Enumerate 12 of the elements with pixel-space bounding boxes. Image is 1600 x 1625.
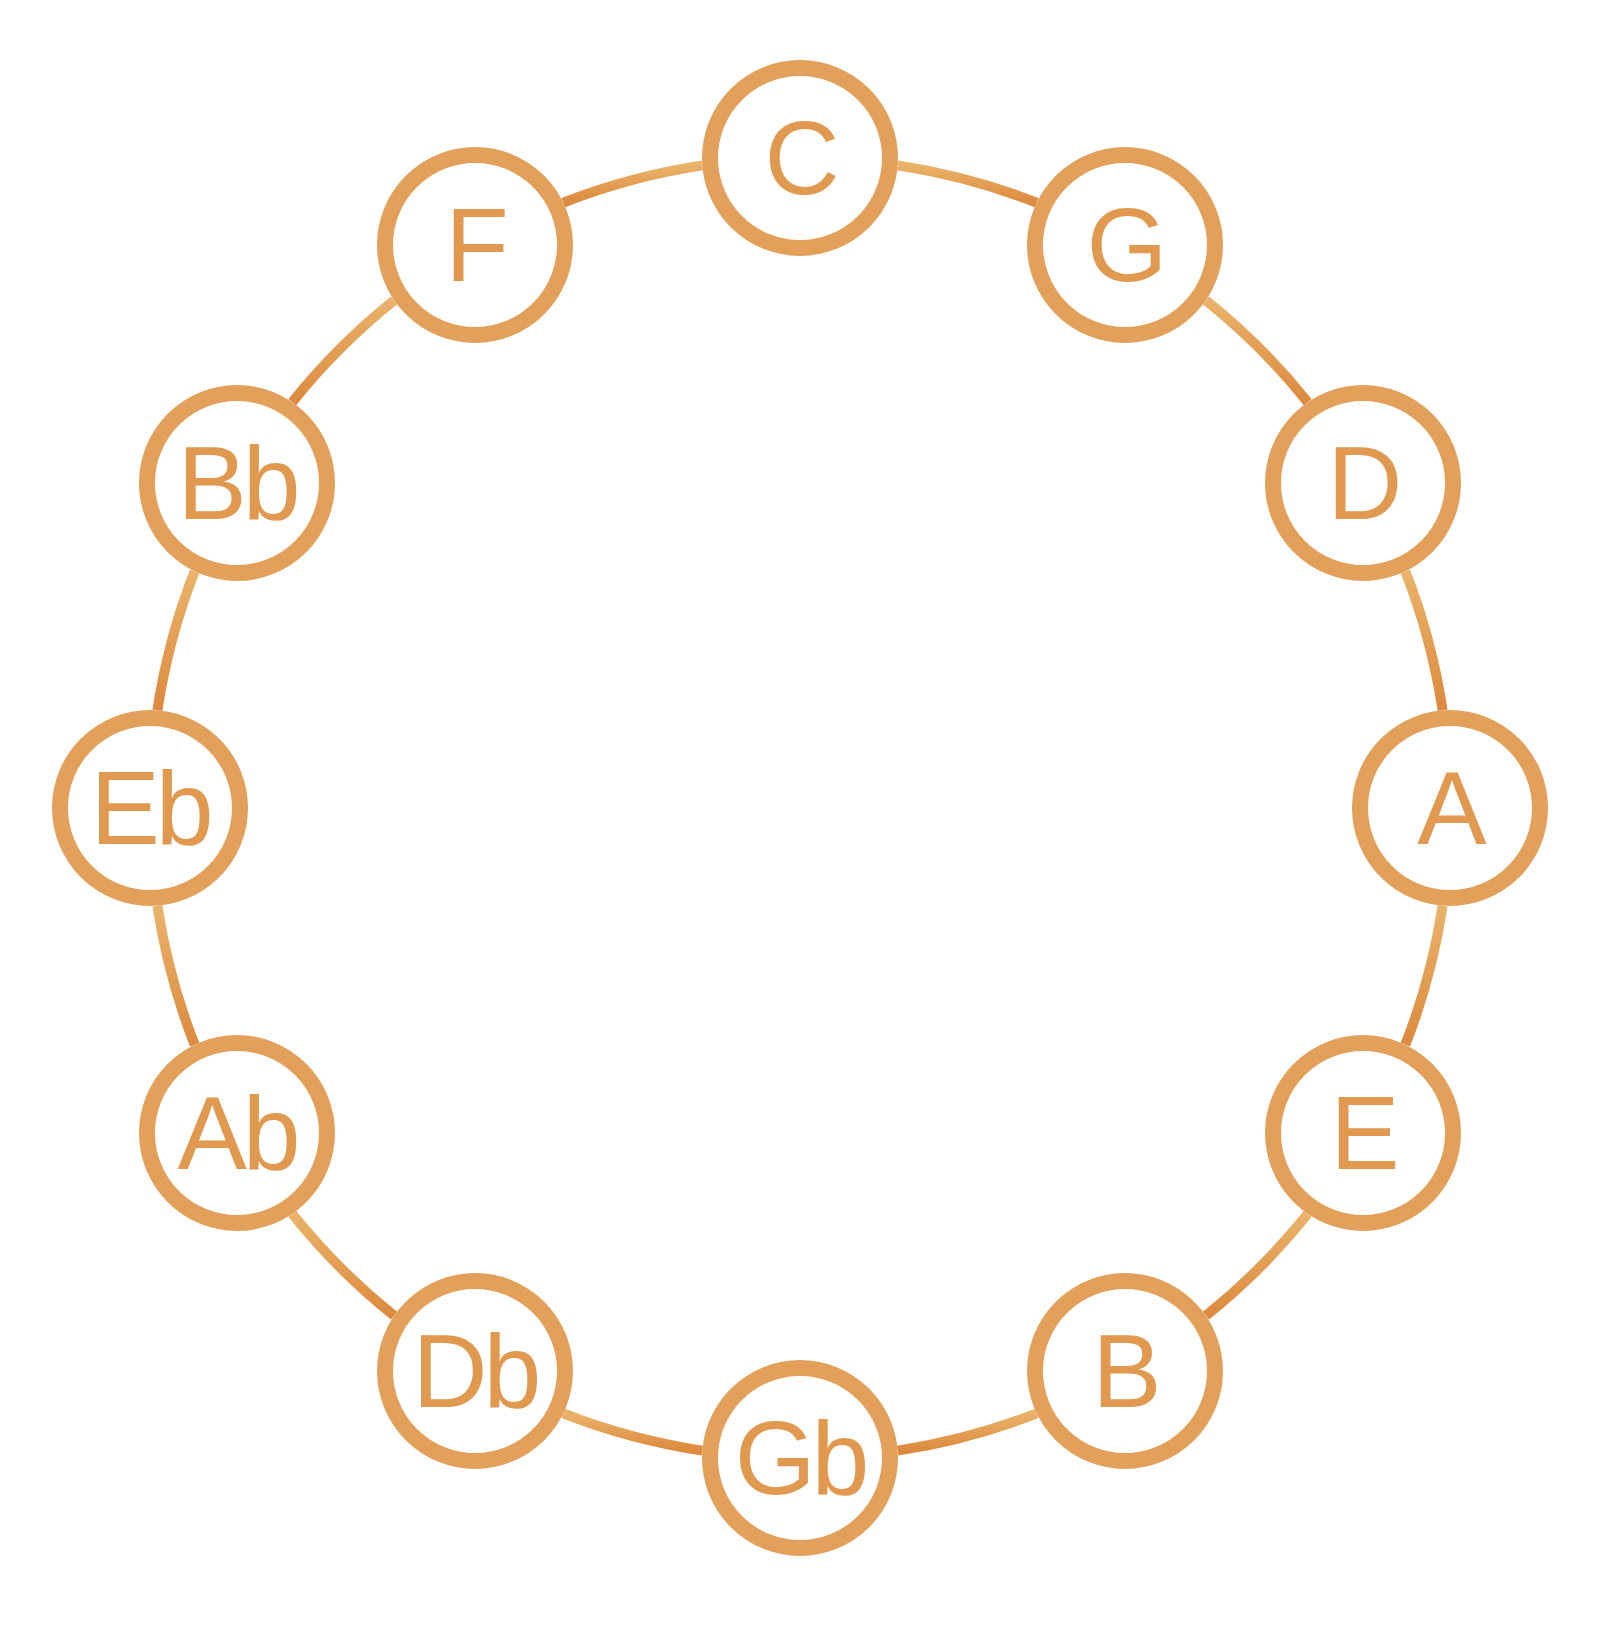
note-label: E bbox=[1330, 1081, 1396, 1185]
note-label: Gb bbox=[734, 1406, 866, 1510]
note-label: Bb bbox=[177, 431, 297, 535]
note-label: G bbox=[1086, 193, 1164, 298]
note-label: B bbox=[1092, 1318, 1158, 1423]
note-label: A bbox=[1417, 756, 1483, 860]
note-label: C bbox=[764, 106, 836, 210]
note-label: F bbox=[445, 193, 505, 298]
note-label: Eb bbox=[90, 756, 210, 860]
note-label: Ab bbox=[177, 1081, 297, 1185]
note-label: D bbox=[1327, 431, 1399, 535]
note-label: Db bbox=[412, 1318, 538, 1423]
